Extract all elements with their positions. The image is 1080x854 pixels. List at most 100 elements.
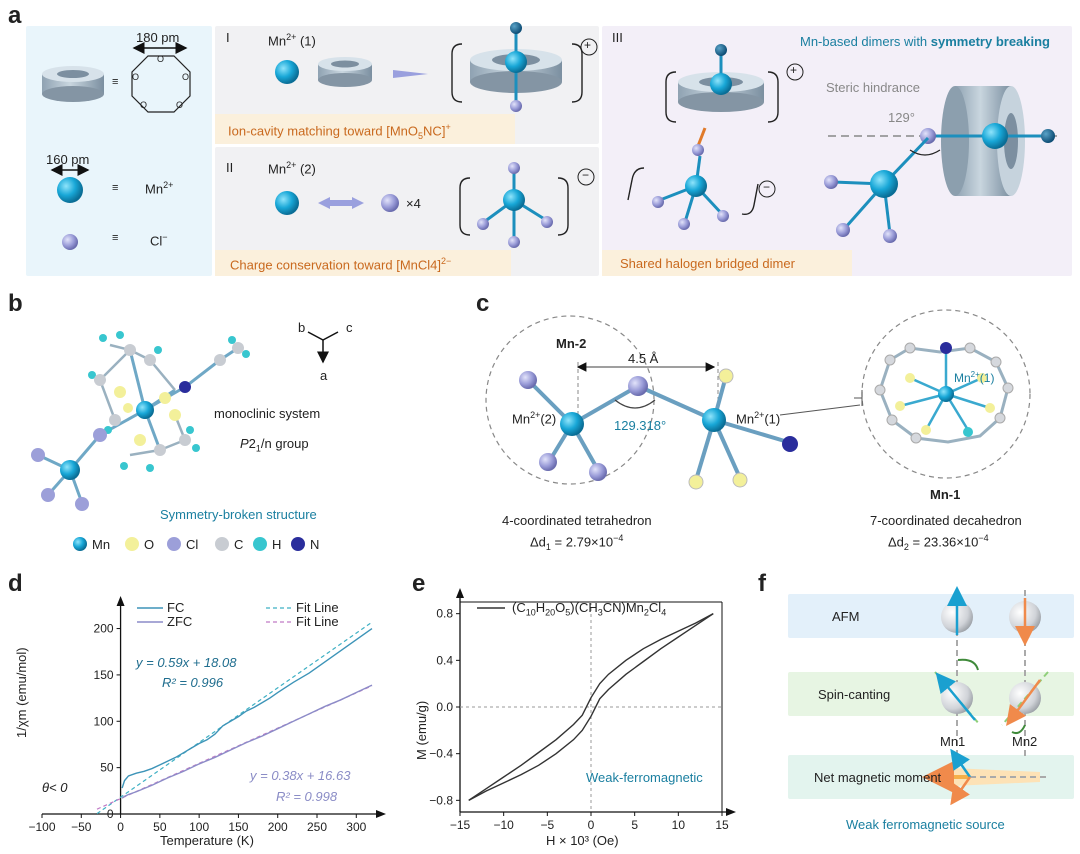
weak-ferro-source-label: Weak ferromagnetic source — [846, 817, 1005, 832]
caption-I: Ion-cavity matching toward [MnO5NC]+ — [228, 122, 451, 141]
mn1-f-label: Mn1 — [940, 734, 966, 749]
y-axis-arrow — [116, 596, 125, 606]
legend-c: C — [234, 537, 244, 552]
x-axis-arrow — [376, 810, 386, 818]
chart-e-ylabel: M (emu/g) — [414, 700, 429, 760]
fit1-equation: y = 0.59x + 18.08 — [136, 655, 237, 670]
chart-e-legend: (C10H20O5)(CH3CN)Mn2Cl4 — [512, 600, 667, 618]
chart-e-annotation: Weak-ferromagnetic — [586, 770, 703, 785]
legend-n: N — [310, 537, 320, 552]
x-tick-label: 100 — [189, 820, 209, 834]
y-tick-label: 0.4 — [436, 653, 453, 667]
chart-e-xlabel: H × 10³ (Oe) — [546, 833, 619, 848]
charge-minus-III — [758, 180, 776, 198]
y-tick-label: −0.8 — [429, 793, 453, 807]
plus-I-text: + — [584, 38, 592, 52]
distance-label: 4.5 Å — [628, 351, 659, 366]
bridge-bond — [696, 127, 707, 147]
decahedron-desc: 7-coordinated decahedron — [870, 513, 1022, 528]
caption-strip-III — [602, 250, 852, 276]
complex-I — [470, 22, 562, 112]
double-arrow-II — [318, 197, 364, 209]
space-group-label: P21/n group — [240, 436, 309, 454]
y-tick-label: 50 — [100, 761, 114, 775]
panel-f-graphics — [922, 586, 1050, 806]
theta-annotation: θ< 0 — [42, 780, 68, 795]
minus-III-text: − — [763, 180, 771, 194]
angle-129-label: 129° — [888, 110, 915, 125]
axis-b-label: b — [298, 320, 306, 335]
panel-label-b: b — [8, 290, 23, 317]
legend-mn: Mn — [92, 537, 111, 552]
legend-cl: Cl — [186, 537, 199, 552]
y-tick-label: 150 — [94, 668, 114, 682]
equiv-1: ≡ — [112, 76, 119, 88]
cl-legend-sphere — [62, 234, 78, 250]
chart-e: −15 −10 −5 0 5 10 15 −0.8 −0.4 0.0 0.4 0.8 — [429, 588, 736, 832]
y-tick-label: 0 — [107, 807, 114, 821]
crown-ether-skeleton-icon — [131, 55, 191, 113]
panel-c-structure — [485, 309, 1031, 490]
x-tick-label: 200 — [268, 820, 288, 834]
y-tick-label: 100 — [94, 714, 114, 728]
svg-text:O: O — [132, 72, 139, 82]
panel-label-d: d — [8, 570, 23, 597]
fit-line-1 — [96, 621, 373, 815]
afm-label: AFM — [832, 609, 860, 624]
x-tick-label: 15 — [715, 818, 729, 832]
x-tick-label: 50 — [153, 820, 167, 834]
x-tick-label: −50 — [71, 820, 92, 834]
mn1-title: Mn-1 — [930, 487, 961, 502]
axis-c-label: c — [346, 320, 353, 335]
legend-h: H — [272, 537, 282, 552]
x-tick-label: −15 — [450, 818, 471, 832]
y-tick-label: −0.4 — [429, 747, 453, 761]
mn2-f-label: Mn2 — [1012, 734, 1038, 749]
x-tick-label: −100 — [28, 820, 55, 834]
legend-d-zfc: ZFC — [167, 614, 193, 629]
net-moment-label: Net magnetic moment — [814, 770, 942, 785]
mn2-title: Mn-2 — [556, 336, 587, 351]
svg-text:O: O — [140, 100, 147, 110]
x-tick-label: 250 — [307, 820, 327, 834]
section-III-label: III — [612, 30, 623, 45]
legend-d-fit1: Fit Line — [296, 600, 339, 615]
axis-a-label: a — [320, 368, 328, 383]
y-tick-label: 0.8 — [436, 607, 453, 621]
x-tick-label: 0 — [588, 818, 595, 832]
x-tick-label: 10 — [672, 818, 686, 832]
hysteresis-branch-1 — [468, 613, 714, 801]
cl-sphere-II — [381, 194, 399, 212]
cl-legend-label: Cl− — [150, 232, 168, 249]
x-tick-label: 5 — [631, 818, 638, 832]
crystal-system-label: monoclinic system — [214, 406, 321, 421]
charge-minus-II — [577, 168, 595, 186]
times4-label: ×4 — [406, 196, 421, 211]
caption-III: Shared halogen bridged dimer — [620, 256, 795, 271]
legend-d-fc: FC — [167, 600, 185, 615]
scale-label-180: 180 pm — [136, 30, 180, 45]
legend-o: O — [144, 537, 155, 552]
chart-d-xlabel: Temperature (K) — [160, 833, 254, 848]
panel-label-e: e — [412, 570, 426, 597]
arrow-I — [393, 70, 428, 78]
svg-text:O: O — [176, 100, 183, 110]
mn-sphere-I — [275, 60, 299, 84]
ring-I — [318, 57, 372, 87]
x-tick-label: 0 — [117, 820, 124, 834]
x-tick-label: −5 — [540, 818, 554, 832]
x-tick-label: −10 — [493, 818, 514, 832]
svg-text:O: O — [182, 72, 189, 82]
crown-ether-ring-icon — [42, 66, 104, 102]
charge-plus-I — [580, 38, 598, 56]
tetrahedron-desc: 4-coordinated tetrahedron — [502, 513, 652, 528]
structure-caption: Symmetry-broken structure — [160, 507, 317, 522]
section-I-label: I — [226, 30, 230, 45]
panel-b-structure — [31, 331, 339, 551]
caption-strip-II — [215, 250, 511, 276]
spin-canting-label: Spin-canting — [818, 687, 891, 702]
y-tick-label: 0.0 — [436, 700, 453, 714]
panel-label-a: a — [8, 2, 22, 29]
caption-II: Charge conservation toward [MnCl4]2− — [230, 256, 452, 273]
